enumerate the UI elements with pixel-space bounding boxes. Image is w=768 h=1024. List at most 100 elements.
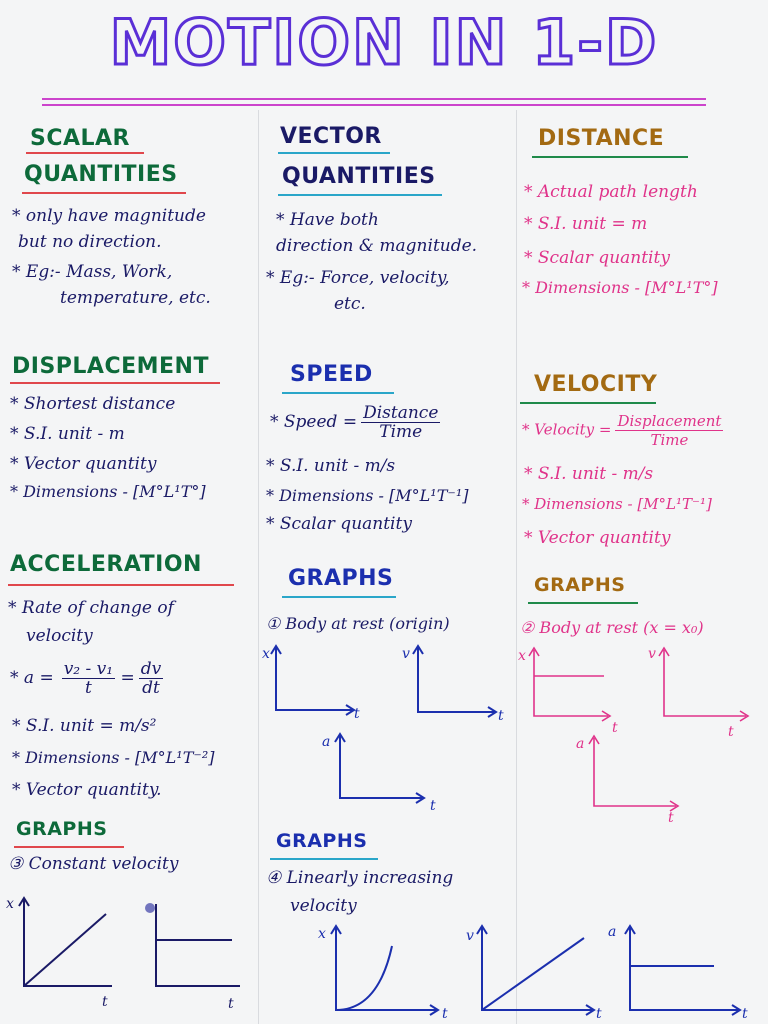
graph-a-vs-t-linear-velocity: a t: [608, 924, 748, 1022]
distance-line: * S.I. unit = m: [524, 214, 648, 234]
graph-caption: ① Body at rest (origin): [266, 614, 450, 633]
graphs-heading: GRAPHS: [16, 818, 108, 840]
axis-label-t: t: [728, 724, 734, 740]
speed-denominator: Time: [379, 422, 423, 442]
graph-x-vs-t-linear-velocity: x t: [318, 924, 448, 1022]
scalar-line: but no direction.: [18, 232, 162, 252]
heading-underline: [26, 152, 144, 154]
axis-label-t: t: [354, 706, 360, 722]
displacement-line: * Shortest distance: [10, 394, 176, 414]
scalar-line: * only have magnitude: [12, 206, 206, 226]
axis-label-a: a: [322, 734, 330, 750]
axis-label-v: v: [402, 646, 410, 662]
acceleration-numerator-1: v₂ - v₁: [61, 659, 116, 679]
graph-a-vs-t-rest-x0: a t: [576, 734, 680, 826]
velocity-heading: VELOCITY: [534, 372, 658, 397]
axis-label-v: v: [648, 646, 656, 662]
page-title: MOTION IN 1-D: [108, 5, 659, 81]
axis-label-x: x: [518, 648, 526, 664]
scalar-line: temperature, etc.: [60, 288, 211, 308]
title-underline: [42, 104, 706, 106]
velocity-line: * Vector quantity: [524, 528, 671, 548]
heading-underline: [528, 602, 638, 604]
vector-heading: VECTOR: [280, 124, 382, 149]
axis-label-t: t: [228, 996, 234, 1012]
axis-label-t: t: [498, 708, 504, 724]
graphs-heading: GRAPHS: [276, 830, 368, 852]
displacement-line: * S.I. unit - m: [10, 424, 125, 444]
heading-underline: [14, 846, 124, 848]
speed-line: * Scalar quantity: [266, 514, 412, 534]
speed-numerator: Distance: [361, 403, 441, 423]
speed-heading: SPEED: [290, 362, 373, 387]
acceleration-line: * Rate of change of: [8, 598, 174, 618]
title-underline: [42, 98, 706, 100]
heading-underline: [270, 858, 378, 860]
graph-v-vs-t-rest: v t: [402, 644, 504, 724]
axis-label-t: t: [612, 720, 618, 736]
acceleration-formula-lhs: * a =: [10, 668, 54, 688]
graphs-heading: GRAPHS: [288, 566, 394, 591]
velocity-line: * Dimensions - [M°L¹T⁻¹]: [522, 495, 712, 513]
acceleration-denominator-2: dt: [142, 678, 160, 698]
speed-formula-lhs: * Speed =: [270, 412, 358, 432]
axis-label-t: t: [102, 994, 108, 1010]
graph-x-vs-t-constant-velocity: x t: [6, 896, 112, 1010]
heading-underline: [282, 596, 396, 598]
acceleration-formula-eq: =: [120, 668, 135, 688]
axis-label-x: x: [262, 646, 270, 662]
heading-underline: [282, 392, 394, 394]
axis-label-a: a: [576, 736, 584, 752]
graph-v-vs-t-linear-velocity: v t: [466, 924, 602, 1022]
axis-label-a: a: [608, 924, 616, 940]
heading-underline: [10, 382, 220, 384]
vector-heading-2: QUANTITIES: [282, 164, 436, 189]
axis-label-x: x: [6, 896, 14, 912]
axis-label-t: t: [430, 798, 436, 814]
ink-blot: [145, 903, 155, 913]
graph-caption: ④ Linearly increasing: [266, 868, 454, 888]
heading-underline: [532, 156, 688, 158]
distance-heading: DISTANCE: [538, 126, 665, 151]
axis-label-t: t: [596, 1006, 602, 1022]
graph-v-vs-t-constant-velocity: t: [145, 903, 240, 1012]
graph-caption: ② Body at rest (x = x₀): [520, 618, 704, 637]
distance-line: * Scalar quantity: [524, 248, 670, 268]
velocity-numerator: Displacement: [615, 412, 724, 431]
graph-v-vs-t-rest-x0: v t: [648, 646, 750, 740]
acceleration-numerator-2: dv: [138, 659, 164, 679]
heading-underline: [520, 402, 656, 404]
distance-line: * Dimensions - [M°L¹T°]: [522, 278, 718, 297]
vector-line: etc.: [334, 294, 366, 314]
graph-caption: ③ Constant velocity: [8, 854, 179, 874]
vector-line: * Have both: [276, 210, 379, 230]
axis-label-t: t: [442, 1006, 448, 1022]
column-divider: [516, 110, 517, 1024]
acceleration-heading: ACCELERATION: [10, 552, 202, 577]
scalar-line: * Eg:- Mass, Work,: [12, 262, 173, 282]
heading-underline: [8, 584, 234, 586]
acceleration-line: * Vector quantity.: [12, 780, 162, 800]
graphs-heading: GRAPHS: [534, 574, 626, 596]
velocity-denominator: Time: [650, 431, 689, 449]
axis-label-t: t: [742, 1006, 748, 1022]
axis-label-v: v: [466, 928, 474, 944]
displacement-line: * Vector quantity: [10, 454, 157, 474]
vector-line: direction & magnitude.: [276, 236, 478, 256]
acceleration-line: * S.I. unit = m/s²: [12, 716, 157, 736]
distance-line: * Actual path length: [524, 182, 698, 202]
column-divider: [258, 110, 259, 1024]
heading-underline: [278, 152, 390, 154]
acceleration-denominator-1: t: [84, 678, 92, 698]
heading-underline: [278, 194, 442, 196]
speed-line: * Dimensions - [M°L¹T⁻¹]: [266, 486, 469, 505]
axis-label-t: t: [668, 810, 674, 826]
displacement-line: * Dimensions - [M°L¹T°]: [10, 482, 206, 501]
